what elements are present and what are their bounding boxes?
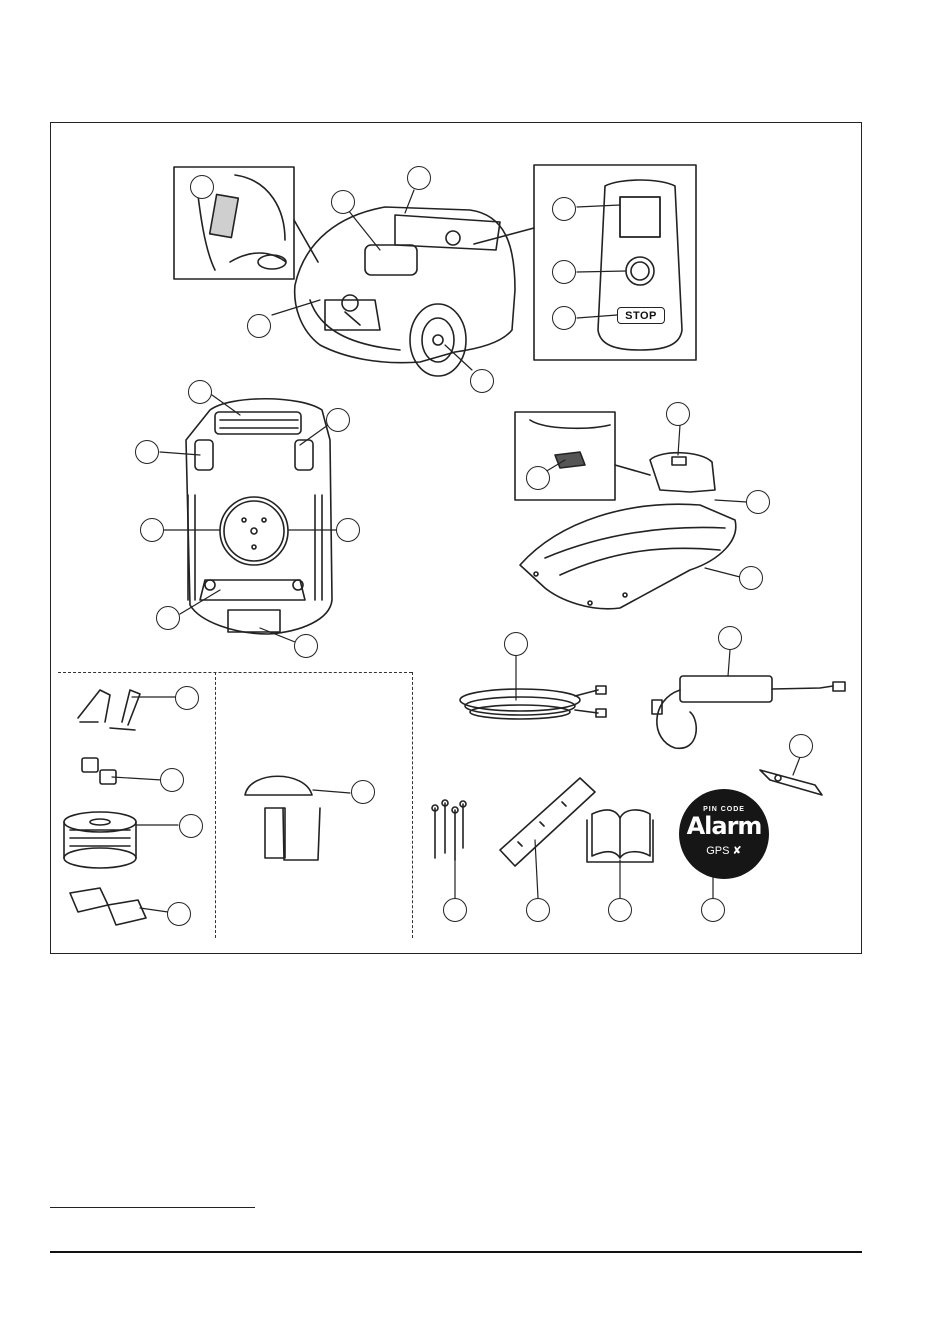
callout-marker [294,634,318,658]
callout-marker [331,190,355,214]
stop-button-label: STOP [617,307,665,324]
callout-marker [552,260,576,284]
power-supply [652,676,845,748]
badge-gps-row: GPS ✘ [679,844,769,857]
badge-alarm-text: Alarm [679,812,769,840]
callout-marker [666,402,690,426]
footnote-rule [50,1207,255,1208]
callout-marker [552,306,576,330]
screws [432,800,466,860]
callout-marker [504,632,528,656]
callout-marker [190,175,214,199]
callout-marker [608,898,632,922]
callout-marker [167,902,191,926]
callout-marker [188,380,212,404]
wire-couplers [82,758,116,784]
callout-marker [526,466,550,490]
page-footer-rule [50,1251,862,1253]
callout-marker [160,768,184,792]
callout-marker [789,734,813,758]
callout-marker [526,898,550,922]
boundary-wire-spool [64,812,136,868]
callout-marker [179,814,203,838]
callout-marker [701,898,725,922]
callout-marker [351,780,375,804]
callout-marker [326,408,350,432]
gps-antenna [245,776,320,860]
measurement-ruler [500,778,595,866]
callout-marker [407,166,431,190]
control-panel [474,165,696,360]
callout-marker [175,686,199,710]
callout-marker [746,490,770,514]
boundary-wire-pegs [78,690,140,730]
tools-icon: ✘ [733,845,742,857]
callout-marker [718,626,742,650]
badge-gps-text: GPS [706,845,729,857]
callout-marker [552,197,576,221]
wire-connectors [70,888,146,925]
mower-underside [186,399,332,634]
callout-marker [739,566,763,590]
callout-marker [156,606,180,630]
operator-manual-icon [587,810,653,862]
callout-marker [140,518,164,542]
robotic-mower [295,207,515,376]
callout-marker [443,898,467,922]
callout-marker [470,369,494,393]
callout-marker [247,314,271,338]
blade [760,770,822,795]
callout-marker [135,440,159,464]
charging-station [515,412,736,609]
callout-marker [336,518,360,542]
low-voltage-cable [460,686,606,719]
alarm-decal: PIN CODE Alarm GPS ✘ [679,789,769,879]
